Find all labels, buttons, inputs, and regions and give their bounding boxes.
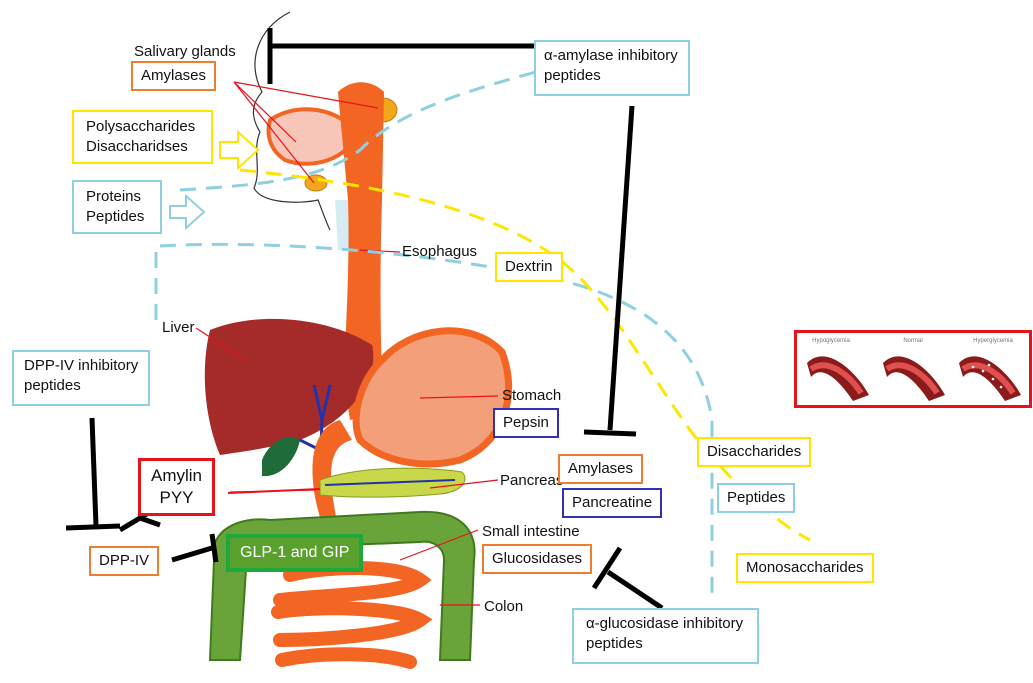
- nutrient-monosaccharides: Monosaccharides: [736, 553, 874, 583]
- nutrient-dextrin: Dextrin: [495, 252, 563, 282]
- enzyme-dpp-iv: DPP-IV: [89, 546, 159, 576]
- svg-text:Hypoglycemia: Hypoglycemia: [812, 338, 850, 344]
- nutrient-proteins-peptides: Proteins Peptides: [72, 180, 162, 234]
- nutrient-disaccharidses: Disaccharidses: [86, 137, 195, 157]
- alpha-amylase-inhibitory-line2: peptides: [544, 66, 678, 86]
- label-pancreas: Pancreas: [500, 471, 563, 490]
- enzyme-glucosidases: Glucosidases: [482, 544, 592, 574]
- dpp-iv-inhibitory-line2: peptides: [24, 376, 138, 396]
- nutrient-disaccharides: Disaccharides: [697, 437, 811, 467]
- label-stomach: Stomach: [502, 386, 561, 405]
- nutrient-peptides-in: Peptides: [86, 207, 144, 227]
- enzyme-pancreatine: Pancreatine: [562, 488, 662, 518]
- enzyme-amylases-pancreatic: Amylases: [558, 454, 643, 484]
- enzyme-pepsin: Pepsin: [493, 408, 559, 438]
- hormone-amylin: Amylin: [151, 465, 202, 487]
- carb-arrow-icon: [220, 132, 258, 168]
- alpha-amylase-inhibitory-box: α-amylase inhibitory peptides: [534, 40, 690, 96]
- nutrient-carbohydrates: Polysaccharides Disaccharidses: [72, 110, 213, 164]
- hormone-amylin-pyy-box: Amylin PYY: [138, 458, 215, 516]
- vessel-hyperglycemia: Hyperglycemia: [959, 338, 1021, 401]
- alpha-glucosidase-inhibitory-line2: peptides: [586, 634, 743, 654]
- nutrient-polysaccharides: Polysaccharides: [86, 117, 195, 137]
- alpha-glucosidase-inhibitory-line1: α-glucosidase inhibitory: [586, 614, 743, 634]
- alpha-glucosidase-inhibitory-box: α-glucosidase inhibitory peptides: [572, 608, 759, 664]
- hormone-glp-gip-box: GLP-1 and GIP: [226, 534, 363, 572]
- hormone-pyy: PYY: [151, 487, 202, 509]
- vessel-normal: Normal: [883, 338, 945, 401]
- dpp-iv-inhibitory-line1: DPP-IV inhibitory: [24, 356, 138, 376]
- label-liver: Liver: [162, 318, 195, 337]
- label-small-intestine: Small intestine: [482, 522, 580, 541]
- nutrient-proteins: Proteins: [86, 187, 144, 207]
- amylin-connector: [228, 489, 320, 493]
- blood-vessel-illustration: Hypoglycemia Normal Hyperglycemia: [797, 333, 1029, 405]
- blood-vessel-panel: Hypoglycemia Normal Hyperglycemia: [794, 330, 1032, 408]
- svg-text:Normal: Normal: [903, 338, 922, 344]
- label-colon: Colon: [484, 597, 523, 616]
- nutrient-peptides-out: Peptides: [717, 483, 795, 513]
- label-esophagus: Esophagus: [402, 242, 477, 261]
- small-intestine: [278, 568, 420, 662]
- vessel-hypoglycemia: Hypoglycemia: [807, 338, 869, 401]
- salivary-gland: [305, 175, 327, 191]
- protein-arrow-icon: [170, 196, 204, 228]
- label-salivary-glands: Salivary glands: [134, 42, 236, 61]
- dpp-iv-inhibitory-box: DPP-IV inhibitory peptides: [12, 350, 150, 406]
- alpha-amylase-inhibitory-line1: α-amylase inhibitory: [544, 46, 678, 66]
- svg-text:Hyperglycemia: Hyperglycemia: [973, 338, 1013, 344]
- enzyme-amylases-salivary: Amylases: [131, 61, 216, 91]
